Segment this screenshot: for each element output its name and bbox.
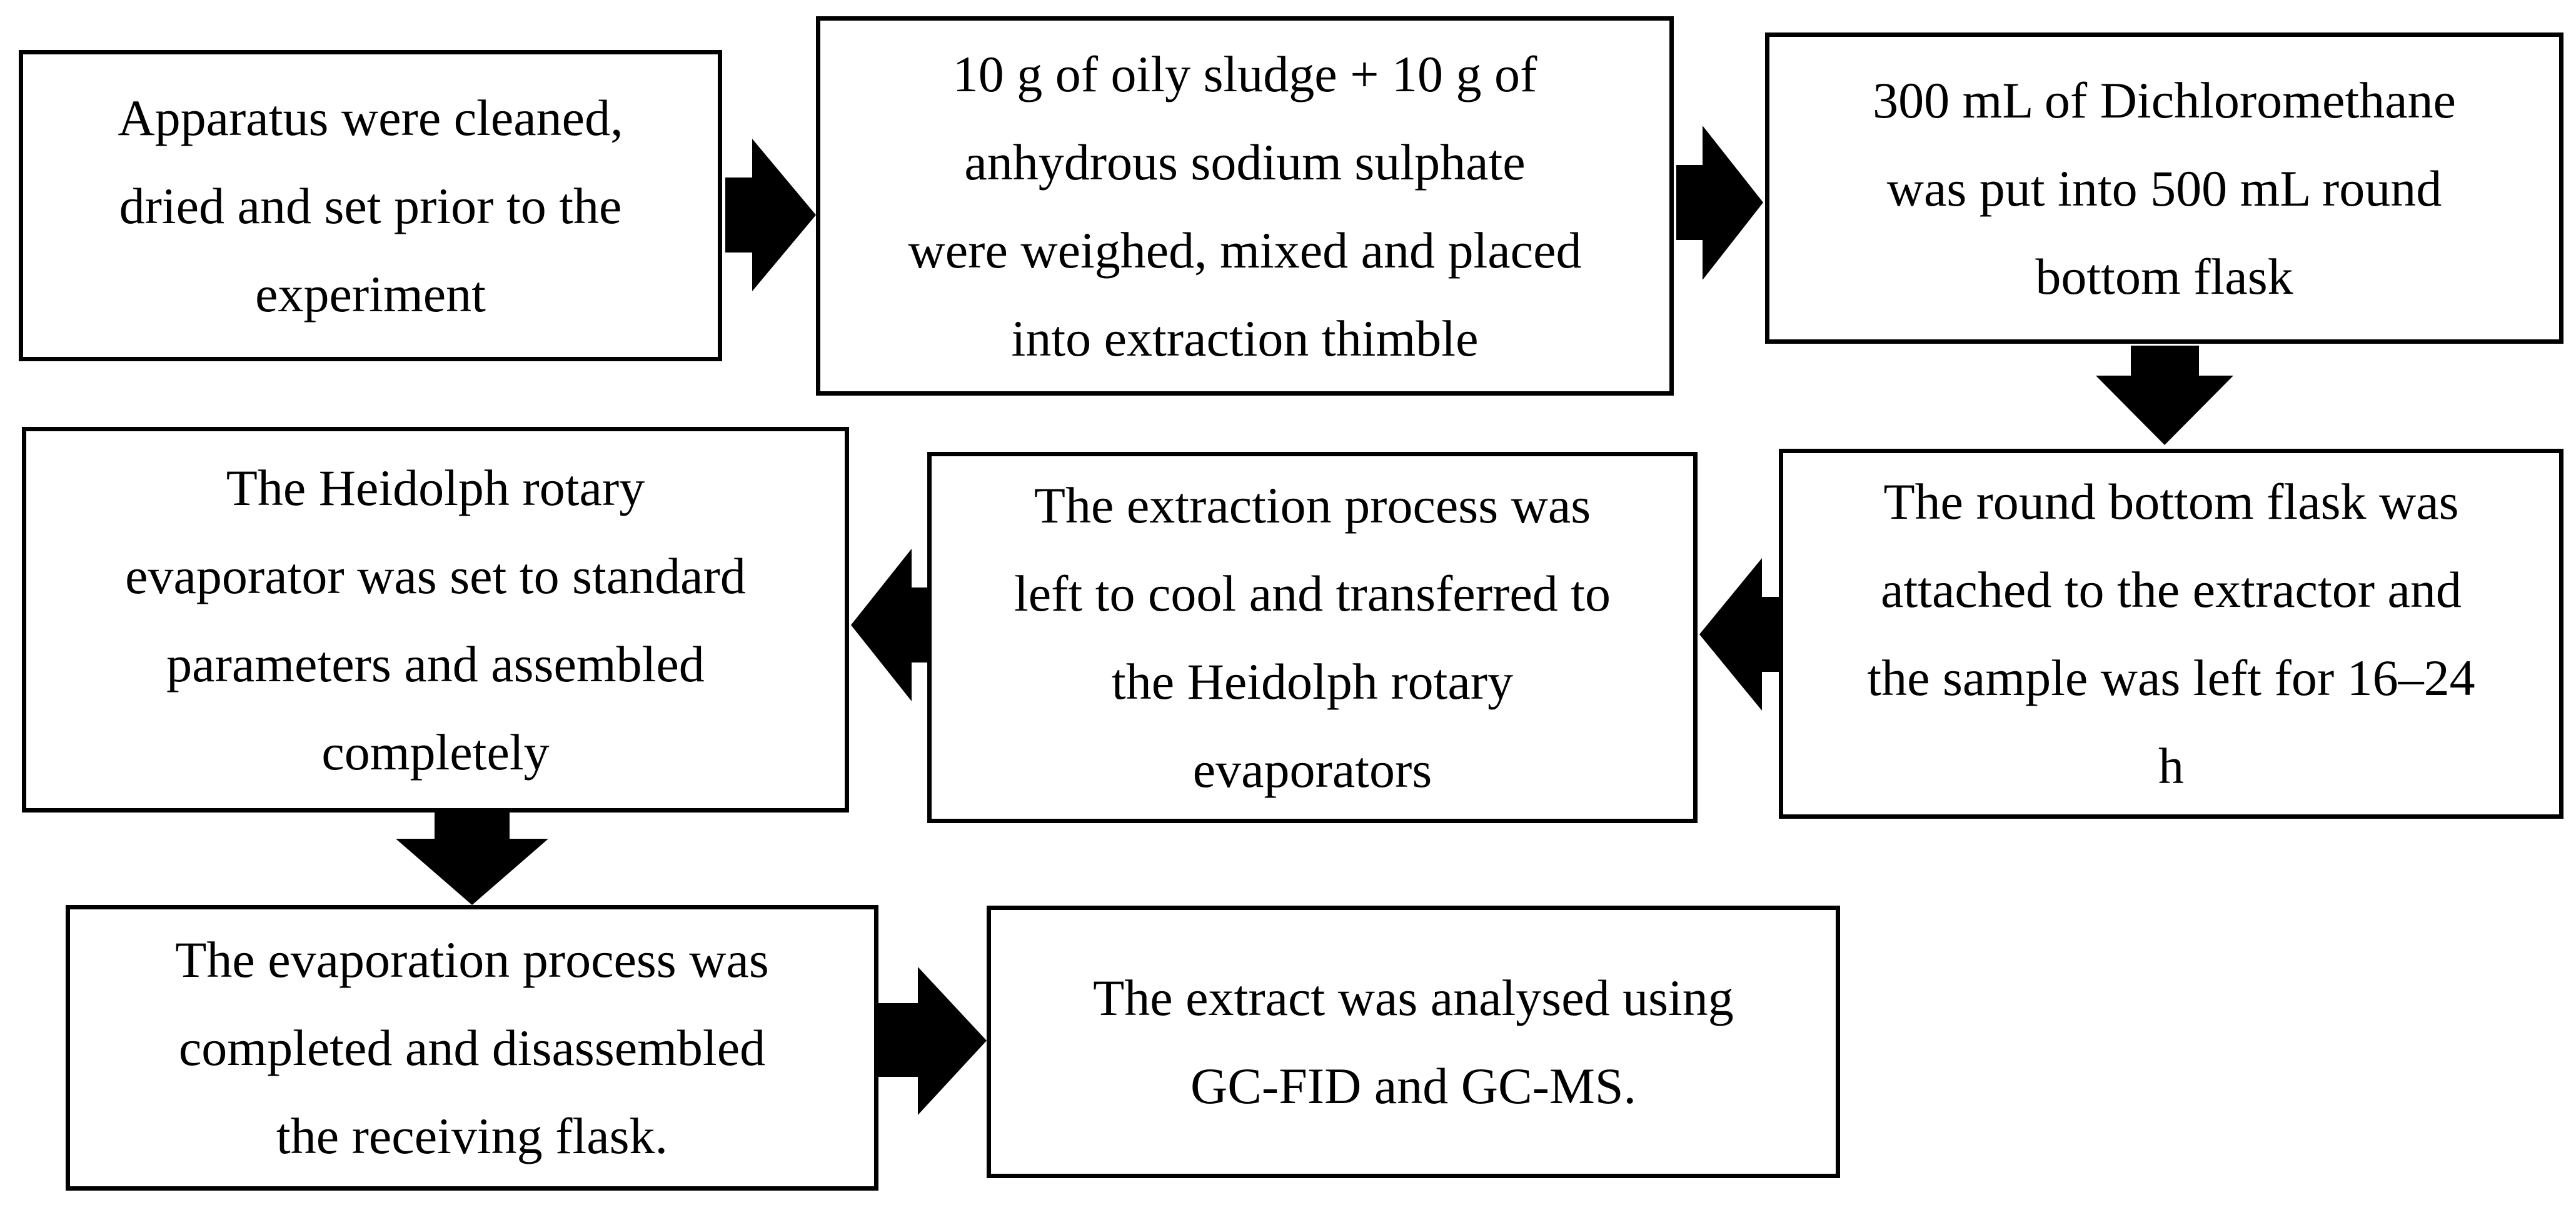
step-box-4: The round bottom flask was attached to t… — [1779, 449, 2563, 819]
connector-arrow-down-3-4 — [2096, 346, 2233, 445]
step-text-8: The extract was analysed using GC-FID an… — [1093, 969, 1734, 1114]
step-text-5: The extraction process was left to cool … — [1014, 477, 1611, 798]
connector-arrow-right-7-8 — [878, 967, 987, 1115]
connector-arrow-left-4-5 — [1699, 558, 1779, 711]
connector-arrow-right-2-3 — [1676, 126, 1763, 280]
step-text-1: Apparatus were cleaned, dried and set pr… — [118, 89, 623, 322]
connector-arrow-left-5-6 — [851, 549, 927, 701]
step-box-8: The extract was analysed using GC-FID an… — [987, 906, 1840, 1178]
step-box-2: 10 g of oily sludge + 10 g of anhydrous … — [816, 16, 1674, 396]
step-box-1: Apparatus were cleaned, dried and set pr… — [19, 50, 722, 361]
step-box-3: 300 mL of Dichloromethane was put into 5… — [1765, 32, 2563, 344]
step-text-3: 300 mL of Dichloromethane was put into 5… — [1873, 71, 2456, 305]
connector-arrow-right-1-2 — [725, 139, 816, 291]
step-box-7: The evaporation process was completed an… — [66, 905, 878, 1191]
step-text-6: The Heidolph rotary evaporator was set t… — [125, 459, 746, 781]
step-text-7: The evaporation process was completed an… — [175, 931, 769, 1164]
step-box-6: The Heidolph rotary evaporator was set t… — [22, 427, 849, 812]
step-text-4: The round bottom flask was attached to t… — [1867, 473, 2475, 794]
step-box-5: The extraction process was left to cool … — [927, 452, 1698, 823]
connector-arrow-down-6-7 — [396, 812, 548, 905]
step-text-2: 10 g of oily sludge + 10 g of anhydrous … — [908, 45, 1582, 367]
